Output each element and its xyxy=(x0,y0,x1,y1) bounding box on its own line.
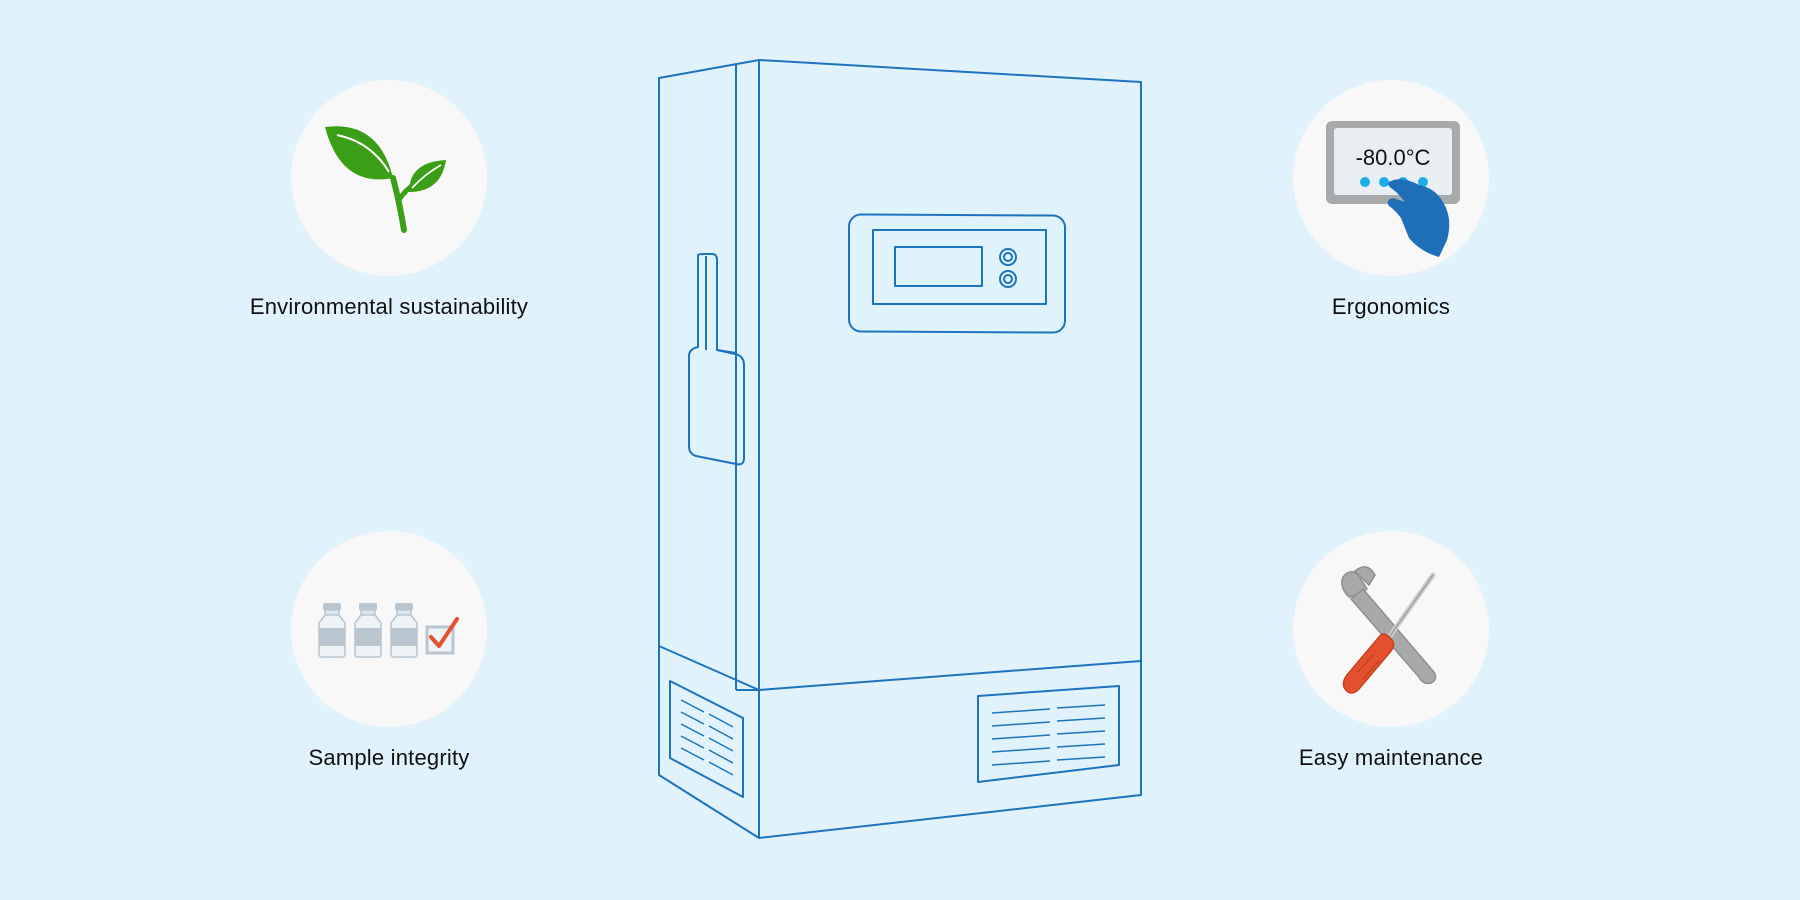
feature-ergonomics: -80.0°C Ergonomics xyxy=(1201,80,1581,320)
feature-sample-integrity: Sample integrity xyxy=(199,531,579,771)
touch-display-icon: -80.0°C xyxy=(1326,121,1460,257)
feature-icon-circle xyxy=(1293,531,1489,727)
feature-icon-circle xyxy=(291,80,487,276)
wrench-screwdriver-icon xyxy=(1341,566,1437,694)
feature-label: Sample integrity xyxy=(308,745,470,770)
vials-checkmark-icon xyxy=(318,603,459,658)
feature-label: Environmental sustainability xyxy=(249,294,529,319)
feature-label: Easy maintenance xyxy=(1298,745,1484,770)
feature-environmental-sustainability: Environmental sustainability xyxy=(199,80,579,320)
feature-label: Ergonomics xyxy=(1331,294,1451,319)
feature-easy-maintenance: Easy maintenance xyxy=(1201,531,1581,771)
feature-icon-circle xyxy=(291,531,487,727)
display-reading: -80.0°C xyxy=(1356,145,1431,170)
feature-icon-circle: -80.0°C xyxy=(1293,80,1489,276)
leaf-icon xyxy=(325,126,446,233)
